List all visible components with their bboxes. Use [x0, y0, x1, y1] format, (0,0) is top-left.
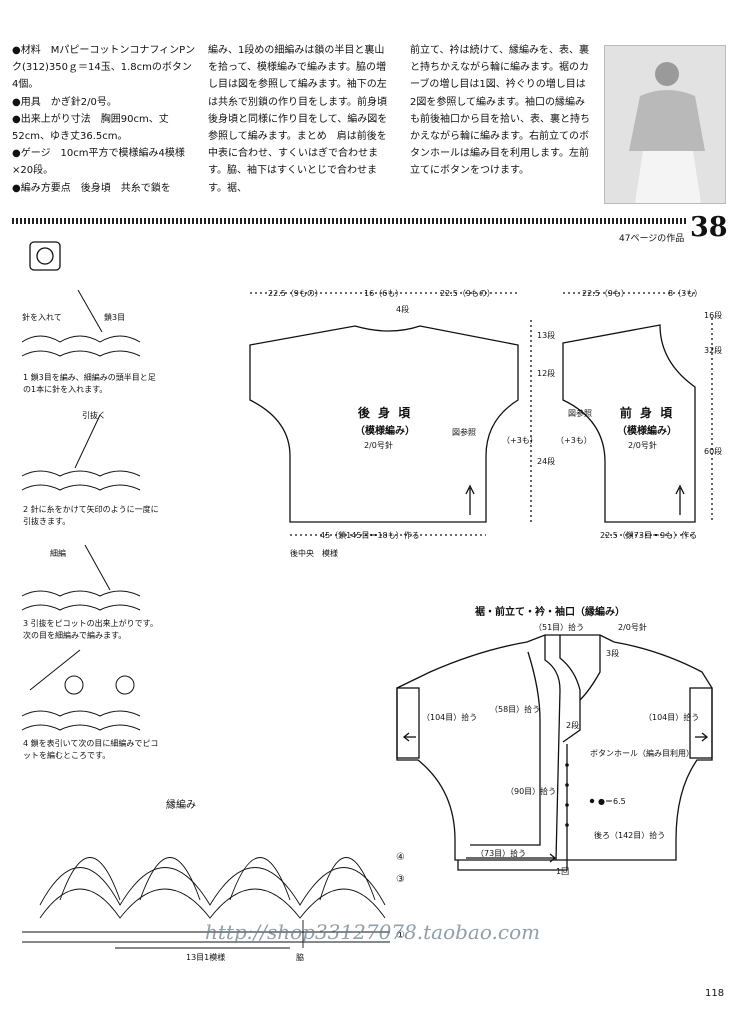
chart-side: 脇 — [296, 953, 304, 962]
dim-side-a: 13段 — [537, 331, 556, 340]
front-body-subtitle: （模様編み） — [617, 426, 677, 437]
model-photo — [604, 45, 726, 204]
model-silhouette — [605, 46, 725, 203]
button-markers — [565, 763, 595, 827]
label-chain-3: 鎖3目 — [104, 313, 126, 322]
step-4-text: 4 鎖を表引いて次の目に細編みでピコットを編むところです。 — [23, 739, 159, 760]
dim-back-width: 45（鎖145目＝18も）作る — [320, 531, 420, 540]
dim-front-shoulder: 22.5（9も） — [582, 289, 629, 298]
edging-collar-rows: 2段 — [566, 721, 580, 730]
label-single-crochet: 細編 — [50, 549, 66, 558]
dim-front-b: 32段 — [704, 346, 723, 355]
back-body-outline — [249, 325, 519, 523]
chart-title: 縁編み — [166, 800, 196, 811]
dim-back-shoulder-right: 22.5（9もの） — [440, 289, 495, 298]
chart-row-4: ④ — [396, 852, 405, 863]
edging-sleeve-left: （104目）拾う — [422, 713, 478, 722]
front-ref: 図参照 — [568, 409, 592, 418]
page-reference: 47ページの作品 — [619, 234, 685, 244]
edging-hem-back: 後ろ（142目）拾う — [594, 831, 666, 840]
back-body-hook: 2/0号針 — [364, 441, 393, 450]
chart-row-3: ③ — [396, 874, 405, 885]
edging-buttonhole: ボタンホール（編み目利用） — [590, 749, 694, 758]
intro-column-2: 編み、1段めの細編みは鎖の半目と裏山を拾って、模様編みで編みます。脇の増し目は図… — [208, 45, 397, 194]
front-body-hook: 2/0号針 — [628, 441, 657, 450]
step-2-text: 2 針に糸をかけて矢印のように一度に引抜きます。 — [23, 505, 159, 526]
label-pull-through: 引抜く — [82, 411, 106, 420]
edging-title: 裾・前立て・衿・袖口（縁編み） — [475, 607, 625, 618]
intro-column-1: ●材料 MパピーコットンコナフィンPンク(312)350ｇ＝14玉、1.8cmの… — [12, 45, 196, 194]
dim-front-neck: 8（3も） — [668, 289, 703, 298]
dim-back-shoulder-left: 22.5（9もの） — [268, 289, 323, 298]
dim-neck-depth: 4段 — [396, 305, 410, 314]
dim-front-width: 22.5（鎖73目＝9も）作る — [600, 531, 698, 540]
dim-back-neck: 16（6も） — [364, 289, 404, 298]
front-body-outline — [562, 324, 696, 523]
back-body-title: 後 身 頃 — [357, 406, 413, 420]
divider-rule — [12, 218, 688, 224]
edging-neck: （51目）拾う — [534, 623, 585, 632]
symbol-box — [29, 241, 61, 271]
back-center-note: 後中央 模様 — [290, 549, 338, 558]
edging-front-lower: （90目）拾う — [506, 787, 557, 796]
front-plus: （+3も） — [556, 436, 592, 445]
chart-repeat: 13目1模様 — [186, 953, 226, 962]
edging-rows: 1回 — [556, 867, 570, 876]
back-body-subtitle: （模様編み） — [355, 426, 415, 437]
edging-hook: 2/0号針 — [618, 623, 647, 632]
edging-sleeve-right: （104目）拾う — [644, 713, 700, 722]
edging-collar: 3段 — [606, 649, 620, 658]
step-1-text: 1 鎖3目を編み、細編みの頭半目と足の1本に針を入れます。 — [23, 373, 156, 394]
edging-front-upper: （58目）拾う — [490, 705, 541, 714]
dim-side-c: 24段 — [537, 457, 556, 466]
edging-button-size: ●＝6.5 — [598, 797, 626, 806]
back-plus: （+3も） — [502, 436, 538, 445]
dim-side-b: 12段 — [537, 369, 556, 378]
dim-front-c: 60段 — [704, 447, 723, 456]
chart-row-1: ① — [396, 930, 405, 941]
watermark: http://shop33127078.taobao.com — [205, 920, 541, 944]
page-number: 118 — [705, 988, 725, 999]
step-3-text: 3 引抜をピコットの出来上がりです。次の目を細編みで編みます。 — [23, 619, 158, 640]
edging-chart — [22, 857, 390, 949]
step-illustrations — [21, 289, 141, 731]
pattern-number: 38 — [690, 212, 728, 243]
front-body-title: 前 身 頃 — [619, 406, 675, 420]
symbol-icon — [36, 247, 54, 265]
dim-front-a: 16段 — [704, 311, 723, 320]
label-insert-hook: 針を入れて — [22, 313, 62, 322]
back-ref: 図参照 — [452, 428, 476, 437]
intro-column-3: 前立て、衿は続けて、縁編みを、表、裏と持ちかえながら輪に編みます。裾のカーブの増… — [410, 45, 590, 177]
edging-hem-front: （73目）拾う — [476, 849, 527, 858]
